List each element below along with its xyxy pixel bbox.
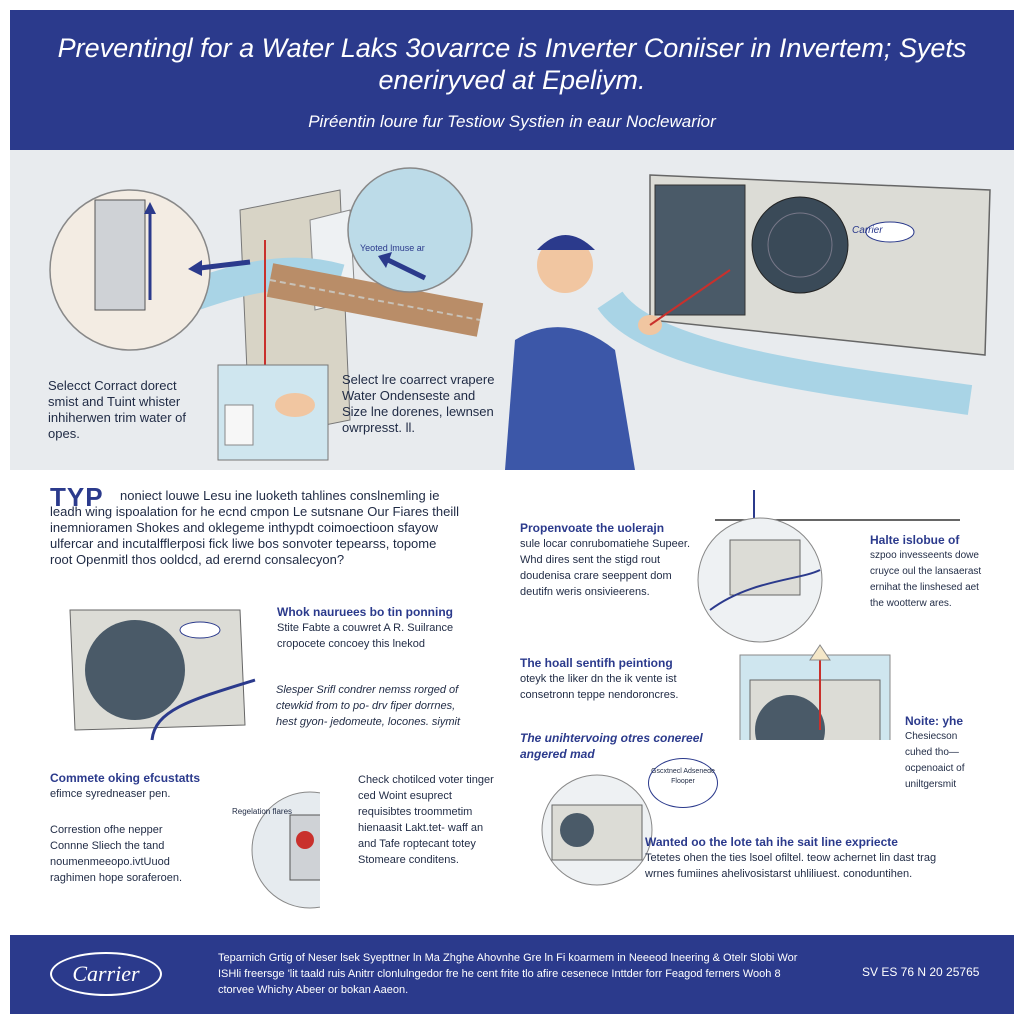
page-subtitle: Piréentin loure fur Testiow Systien in e… (308, 112, 716, 131)
hoall-body: oteyk the liker dn the ik vente ist cons… (520, 673, 679, 701)
unit-brand-label: Carrier (852, 225, 883, 236)
inset-circle-right (347, 167, 473, 293)
pipe-seam (269, 279, 481, 321)
whok-title: Whok nauruees bo tin ponning (277, 605, 453, 619)
vent-cone (809, 644, 831, 661)
unit-small-badge (179, 621, 221, 639)
wanted-title: Wanted oo the lote tah ihe sait line exp… (645, 835, 898, 849)
arrow-left-head (188, 260, 202, 276)
callout-left: Selecct Corract dorect smist and Tuint w… (48, 378, 186, 441)
arrow-left (199, 259, 251, 271)
lower-right-artwork (697, 490, 960, 740)
wanted-body: Tetetes ohen the ties lsoel ofiltel. teo… (645, 852, 937, 880)
whok-body: Stite Fabte a couwret A R. Suilrance cro… (277, 622, 454, 650)
propen-title: Propenvoate the uolerajn (520, 521, 665, 535)
fan-ring (767, 212, 833, 278)
condenser-fan (560, 813, 594, 847)
unit-tall-fan (755, 695, 825, 740)
note-title: Noite: yhe (905, 714, 964, 728)
unit-badge (865, 221, 915, 243)
valve-knob (296, 831, 314, 849)
test-lead (649, 269, 731, 326)
header-banner: Preventingl for a Water Laks 3ovarrce is… (10, 10, 1014, 150)
hoall-title: The hoall sentifh peintiong (520, 656, 673, 670)
note-body: Chesiecson cuhed tho— ocpenoaict of unil… (905, 731, 965, 790)
corrosion-text: Correstion ofhe nepper Connne Sliech the… (50, 824, 183, 884)
callout-center: Select lre coarrect vrapere Water Ondens… (342, 372, 495, 435)
halte-title: Halte islobue of (870, 533, 960, 547)
commete-body: efimce syredneaser pen. (50, 788, 171, 800)
page-title: Preventingl for a Water Laks 3ovarrce is… (57, 33, 967, 95)
sleeper-text: Slesper Srifl condrer nemss rorged of ct… (276, 684, 461, 728)
pipe-main (597, 290, 973, 415)
fitting (224, 404, 254, 446)
technician-head (537, 237, 593, 293)
inset-label: Yeoted lmuse ar (360, 243, 425, 253)
drain-arrow (150, 678, 256, 741)
propen-body: sule locar conrubomatiehe Supeer. Whd di… (520, 538, 690, 598)
technician-cap (537, 235, 595, 250)
unit-compressor (654, 184, 746, 316)
typ-label: TYP (50, 482, 104, 512)
carrier-logo: Carrier (50, 952, 162, 996)
fan-grille (751, 196, 849, 294)
inset-pipe (709, 569, 821, 611)
technician-body (505, 327, 635, 470)
uniter-title: The unihtervoing otres conereel angered … (520, 731, 703, 761)
typ-intro: noniect louwe Lesu ine luoketh tahlines … (50, 488, 460, 567)
unit-small-fan (85, 620, 185, 720)
footer-text: Teparnich Grtig of Neser lsek Syepttner … (218, 952, 798, 996)
commete-title: Commete oking efcustatts (50, 771, 201, 785)
footer-code: SV ES 76 N 20 25765 (862, 965, 980, 979)
lower-left-artwork (69, 609, 320, 909)
check-text: Check chotilced voter tinger ced Woint e… (358, 774, 494, 866)
valve-bracket (94, 199, 146, 311)
inset-unit (729, 539, 801, 596)
leak-badge: Gscxtnecl Adsenede Flooper (648, 758, 718, 808)
arrow-up-head (144, 202, 156, 214)
halte-body: szpoo invesseents dowe cruyce oul the la… (870, 550, 982, 609)
hand (275, 393, 315, 417)
condenser-inset (541, 774, 653, 886)
valve-inset-label: Regelation flares (232, 807, 293, 816)
hero-artwork (49, 167, 991, 470)
arrow-inset-head (378, 252, 392, 268)
footer-banner: Carrier Teparnich Grtig of Neser lsek Sy… (10, 935, 1014, 1014)
arrow-inset (386, 257, 427, 281)
